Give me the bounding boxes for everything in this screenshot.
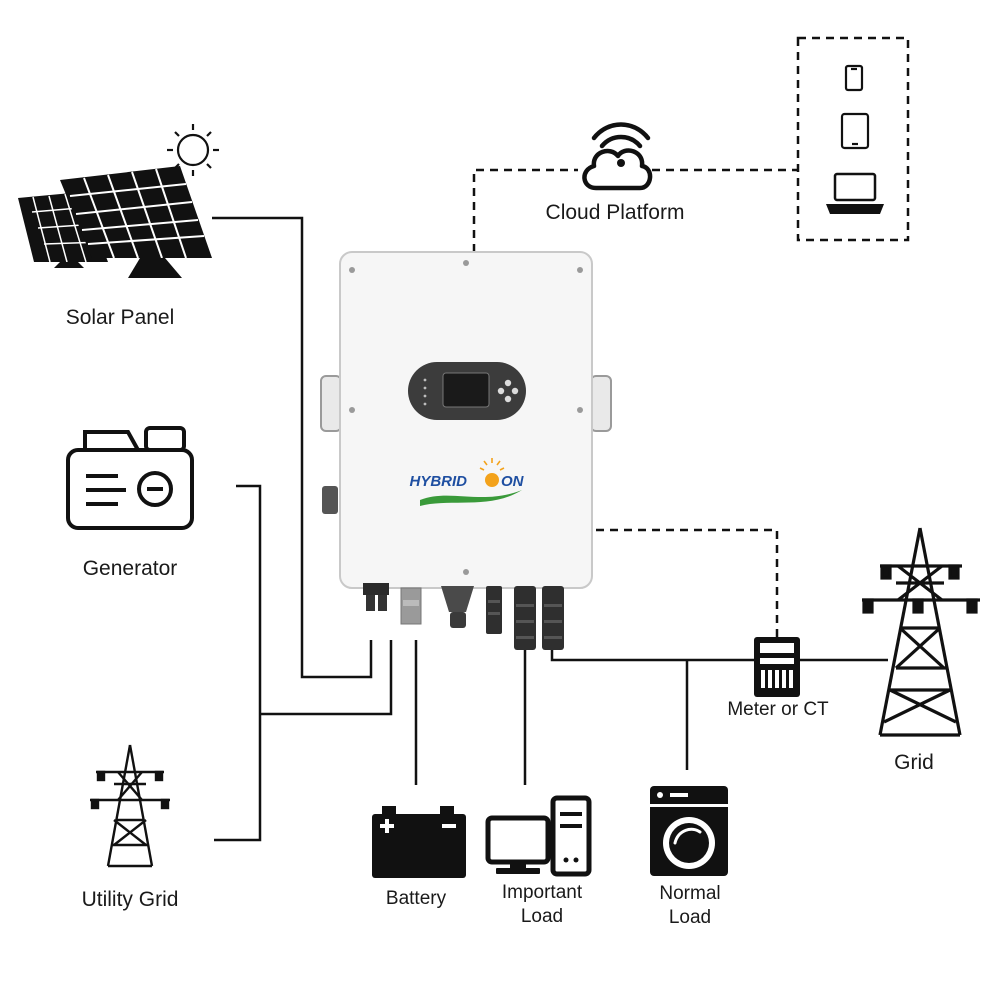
solar-panel-icon	[18, 166, 212, 278]
inverter-handle-left	[320, 375, 342, 432]
washing-machine-icon	[650, 786, 728, 876]
cloud-platform-label: Cloud Platform	[545, 201, 685, 224]
pylon-icon	[90, 744, 170, 868]
computer-icon	[485, 795, 592, 877]
important-load-label-line1: Important	[501, 882, 583, 903]
solar-panel-label: Solar Panel	[65, 306, 175, 329]
grid-label: Grid	[894, 751, 934, 774]
battery-label: Battery	[385, 888, 447, 909]
inverter-logo: HYBRID ON	[409, 458, 525, 506]
utility-grid-line	[260, 640, 393, 716]
logo-text-left: HYBRID	[409, 473, 467, 490]
cloud-wifi-icon	[582, 122, 653, 191]
logo-text-right: ON	[501, 473, 525, 490]
generator-icon	[66, 426, 194, 530]
inverter-screen	[442, 372, 490, 408]
comm-lines	[472, 36, 910, 637]
solar-line	[212, 216, 373, 679]
generator-label: Generator	[82, 557, 178, 580]
phone-icon	[844, 64, 864, 92]
devices-box	[796, 36, 910, 242]
inverter-unit: HYBRID ON	[320, 251, 612, 650]
normal-load-label-line1: Normal	[659, 883, 721, 904]
inverter-connectors	[363, 583, 564, 650]
inverter-handle-right	[590, 375, 612, 432]
laptop-icon	[826, 172, 884, 214]
inverter-meter-link	[596, 528, 779, 637]
meter-icon	[754, 637, 800, 697]
generator-line	[214, 484, 262, 842]
wiring	[212, 216, 888, 842]
important-load-label-line2: Load	[520, 906, 564, 927]
utility-grid-label: Utility Grid	[81, 888, 179, 911]
pylon-icon	[862, 527, 980, 737]
normal-load-label-line2: Load	[668, 907, 712, 928]
grid-line	[550, 650, 755, 662]
sun-icon	[167, 124, 219, 176]
meter-label: Meter or CT	[727, 699, 829, 720]
tablet-icon	[840, 112, 870, 150]
battery-icon	[372, 806, 466, 878]
